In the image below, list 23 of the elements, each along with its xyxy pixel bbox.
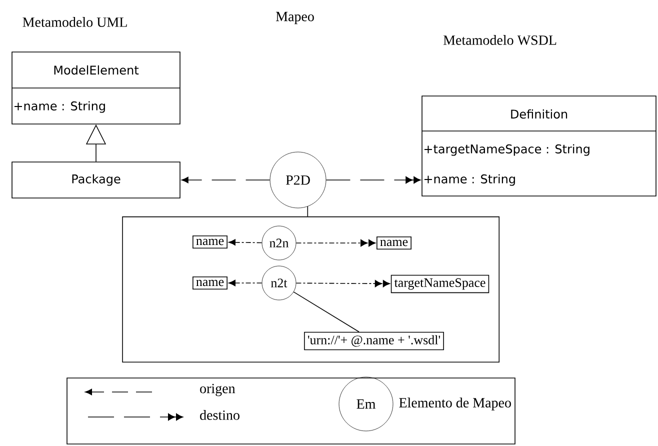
attribute-box: name bbox=[192, 276, 228, 290]
arrow bbox=[228, 280, 262, 286]
heading: Mapeo bbox=[276, 12, 314, 24]
heading: Metamodelo UML bbox=[22, 17, 127, 27]
class-box: Package bbox=[12, 162, 180, 198]
arrow bbox=[296, 239, 376, 247]
class-box: ModelElement +name : String bbox=[12, 52, 180, 124]
legend-text: origen bbox=[200, 384, 236, 396]
legend-text: destino bbox=[200, 410, 240, 420]
heading: Metamodelo WSDL bbox=[443, 35, 556, 45]
arrow bbox=[181, 176, 270, 184]
node-caption: Elemento de Mapeo bbox=[399, 398, 511, 410]
class-box: Definition +targetNameSpace : String +name : String bbox=[422, 96, 656, 196]
attribute-box: 'urn://'+ @.name + '.wsdl' bbox=[304, 332, 444, 350]
attribute-box: name bbox=[192, 235, 228, 249]
attribute-box: targetNameSpace bbox=[390, 274, 490, 294]
arrow bbox=[296, 280, 390, 288]
mapping-panel bbox=[122, 216, 500, 363]
arrow bbox=[228, 239, 262, 246]
connector-line bbox=[293, 292, 360, 332]
connector-line bbox=[307, 206, 308, 217]
arrow bbox=[326, 176, 421, 184]
attribute-box: name bbox=[376, 236, 412, 250]
